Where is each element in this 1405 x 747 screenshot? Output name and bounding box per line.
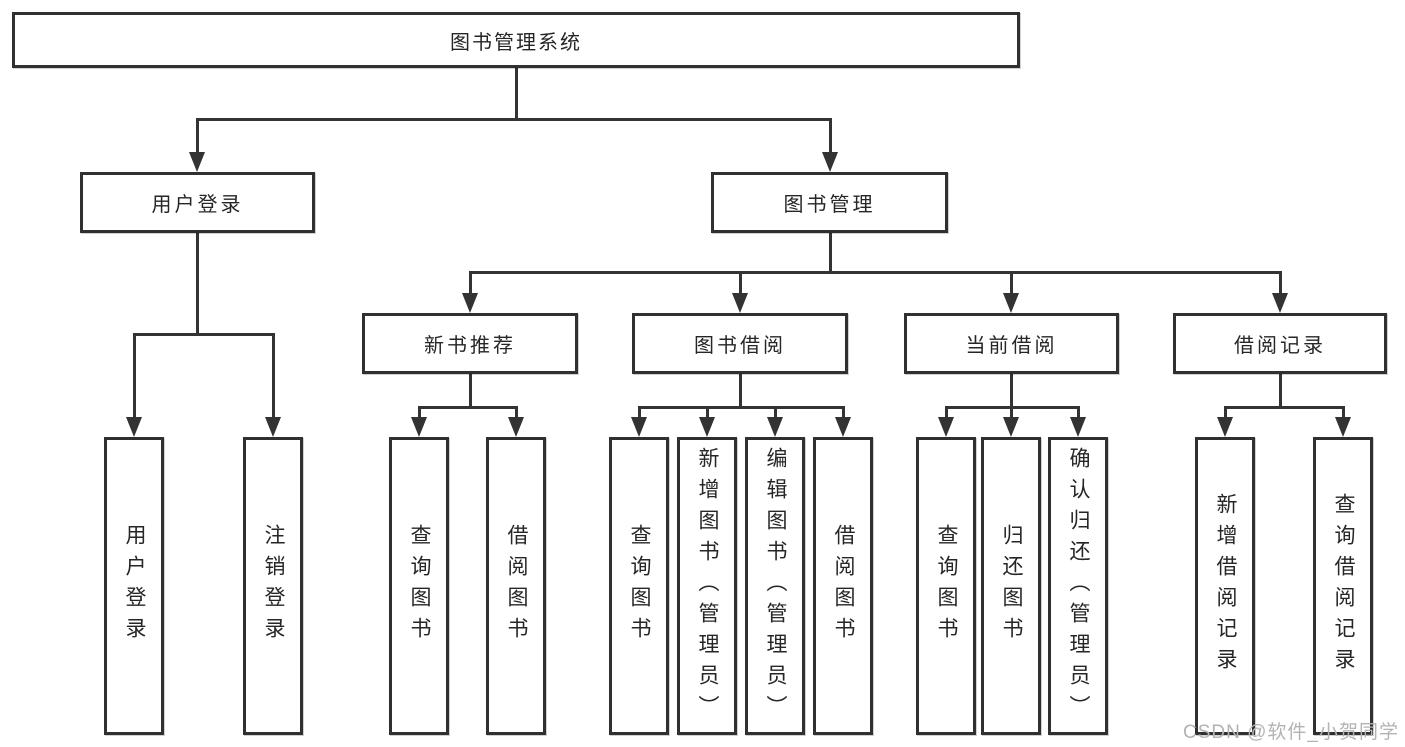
connector-line <box>773 406 777 419</box>
arrow-down-icon <box>1003 417 1019 437</box>
node-label: 新书推荐 <box>424 335 516 357</box>
node-user-login: 用户登录 <box>80 172 315 233</box>
connector-line <box>132 333 275 336</box>
node-label: 新增借阅记录 <box>1214 493 1237 679</box>
node-current-borrow: 当前借阅 <box>904 313 1119 374</box>
watermark-text: CSDN @软件_小贺同学 <box>1183 722 1399 743</box>
leaf-return-book: 归还图书 <box>981 437 1041 735</box>
node-label: 查询借阅记录 <box>1332 493 1355 679</box>
node-label: 图书管理系统 <box>450 31 582 54</box>
connector-line <box>514 68 518 121</box>
connector-line <box>944 406 948 419</box>
arrow-down-icon <box>732 293 748 313</box>
node-label: 用户登录 <box>123 524 146 648</box>
node-label: 编辑图书（管理员） <box>764 446 787 726</box>
connector-line <box>637 406 845 409</box>
arrow-down-icon <box>631 417 647 437</box>
node-label: 借阅图书 <box>505 524 528 648</box>
arrow-down-icon <box>835 417 851 437</box>
connector-line <box>132 336 136 418</box>
leaf-add-book-admin: 新增图书（管理员） <box>677 437 737 735</box>
arrow-down-icon <box>1003 293 1019 313</box>
connector-line <box>468 274 472 294</box>
connector-line <box>1009 406 1013 419</box>
arrow-down-icon <box>767 417 783 437</box>
node-new-book-recommend: 新书推荐 <box>362 313 578 374</box>
node-label: 借阅记录 <box>1234 335 1326 357</box>
node-label: 查询图书 <box>408 524 431 648</box>
arrow-down-icon <box>508 417 524 437</box>
node-label: 查询图书 <box>935 524 958 648</box>
arrow-down-icon <box>1272 293 1288 313</box>
leaf-query-books-recommend: 查询图书 <box>389 437 449 735</box>
arrow-down-icon <box>189 152 205 172</box>
connector-line <box>195 233 199 336</box>
watermark: CSDN @软件_小贺同学 <box>1183 717 1399 744</box>
leaf-borrow-books: 借阅图书 <box>813 437 873 735</box>
connector-line <box>195 118 832 121</box>
node-label: 图书管理 <box>783 194 876 216</box>
arrow-down-icon <box>1070 417 1086 437</box>
leaf-edit-book-admin: 编辑图书（管理员） <box>745 437 805 735</box>
connector-line <box>1278 274 1282 294</box>
connector-line <box>417 406 518 409</box>
arrow-down-icon <box>822 152 838 172</box>
connector-line <box>1223 406 1227 419</box>
node-label: 图书借阅 <box>694 335 786 357</box>
connector-line <box>468 374 472 409</box>
connector-line <box>1009 374 1013 409</box>
connector-line <box>1076 406 1080 419</box>
arrow-down-icon <box>699 417 715 437</box>
connector-line <box>738 274 742 294</box>
connector-line <box>468 271 1282 274</box>
connector-line <box>637 406 641 419</box>
connector-line <box>828 233 832 274</box>
arrow-down-icon <box>462 293 478 313</box>
node-label: 确认归还（管理员） <box>1067 446 1090 726</box>
connector-line <box>514 406 518 419</box>
leaf-query-books-borrow: 查询图书 <box>609 437 669 735</box>
node-label: 借阅图书 <box>832 524 855 648</box>
node-label: 注销登录 <box>262 524 285 648</box>
leaf-borrow-books-recommend: 借阅图书 <box>486 437 546 735</box>
connector-line <box>1278 374 1282 409</box>
connector-line <box>1341 406 1345 419</box>
connector-line <box>271 336 275 418</box>
arrow-down-icon <box>265 417 281 437</box>
node-label: 当前借阅 <box>965 335 1058 357</box>
connector-line <box>417 406 421 419</box>
node-library-system: 图书管理系统 <box>12 12 1020 68</box>
node-label: 归还图书 <box>1000 524 1023 648</box>
node-book-borrow: 图书借阅 <box>632 313 848 374</box>
node-label: 新增图书（管理员） <box>696 446 719 726</box>
node-label: 查询图书 <box>628 524 651 648</box>
connector-line <box>841 406 845 419</box>
connector-line <box>705 406 709 419</box>
leaf-logout: 注销登录 <box>243 437 303 735</box>
leaf-confirm-return-admin: 确认归还（管理员） <box>1048 437 1108 735</box>
arrow-down-icon <box>1335 417 1351 437</box>
leaf-user-login: 用户登录 <box>104 437 164 735</box>
leaf-query-borrow-record: 查询借阅记录 <box>1313 437 1373 735</box>
arrow-down-icon <box>938 417 954 437</box>
connector-line <box>738 374 742 409</box>
connector-line <box>828 121 832 153</box>
node-book-management: 图书管理 <box>711 172 948 233</box>
node-label: 用户登录 <box>151 194 244 216</box>
leaf-add-borrow-record: 新增借阅记录 <box>1195 437 1255 735</box>
arrow-down-icon <box>1217 417 1233 437</box>
connector-line <box>1009 274 1013 294</box>
arrow-down-icon <box>126 417 142 437</box>
leaf-query-books-current: 查询图书 <box>916 437 976 735</box>
connector-line <box>1223 406 1345 409</box>
node-borrow-records: 借阅记录 <box>1173 313 1387 374</box>
connector-line <box>195 121 199 153</box>
arrow-down-icon <box>411 417 427 437</box>
